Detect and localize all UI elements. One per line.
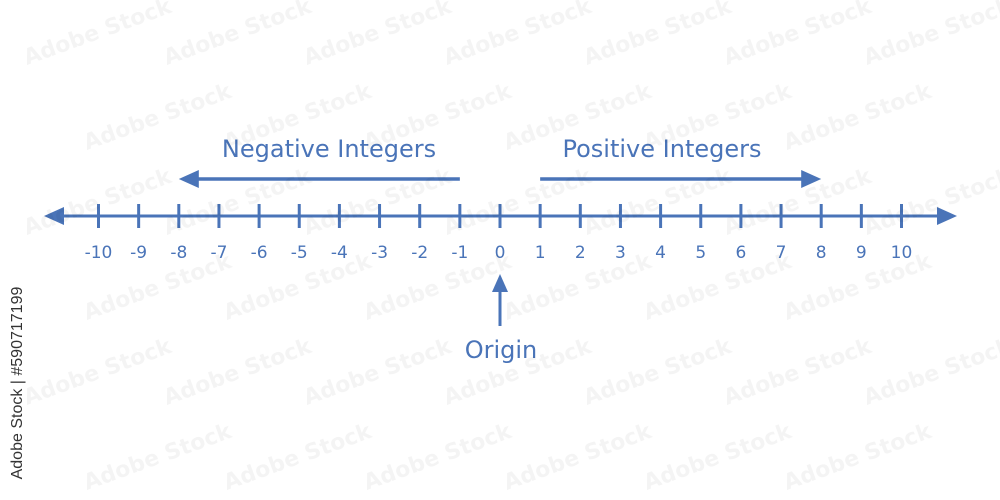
- negative-direction-arrow: [178, 170, 460, 188]
- tick-marks: [97, 204, 903, 228]
- negative-arrow-arrowhead: [178, 170, 199, 188]
- tick-label: 9: [856, 243, 867, 263]
- tick-label: -9: [130, 243, 147, 263]
- positive-direction-arrow: [540, 170, 822, 188]
- positive-integers-label: Positive Integers: [563, 135, 762, 163]
- tick-label: -7: [210, 243, 227, 263]
- tick-label: -3: [371, 243, 388, 263]
- stock-id-label: Adobe Stock | #590717199: [9, 286, 26, 480]
- origin-arrowhead: [492, 274, 508, 292]
- tick-label: 4: [655, 243, 666, 263]
- tick-label: -6: [251, 243, 268, 263]
- axis-right-arrowhead: [937, 207, 957, 225]
- tick-label: -10: [85, 243, 113, 263]
- tick-label: 6: [735, 243, 746, 263]
- positive-arrow-arrowhead: [801, 170, 822, 188]
- origin-pointer-arrow: [492, 274, 508, 326]
- tick-label: 7: [776, 243, 787, 263]
- axis-left-arrowhead: [44, 207, 64, 225]
- tick-label: 5: [695, 243, 706, 263]
- negative-integers-label: Negative Integers: [222, 135, 436, 163]
- tick-label: 8: [816, 243, 827, 263]
- tick-label: 10: [891, 243, 913, 263]
- origin-label: Origin: [465, 336, 538, 364]
- tick-label: -2: [411, 243, 428, 263]
- tick-label: 2: [575, 243, 586, 263]
- tick-label: -4: [331, 243, 348, 263]
- stock-id-text: Adobe Stock | #590717199: [6, 266, 30, 500]
- tick-label: 3: [615, 243, 626, 263]
- tick-label: 1: [535, 243, 546, 263]
- tick-label: -8: [170, 243, 187, 263]
- tick-label: -1: [451, 243, 468, 263]
- tick-label: -5: [291, 243, 308, 263]
- tick-label: 0: [495, 243, 506, 263]
